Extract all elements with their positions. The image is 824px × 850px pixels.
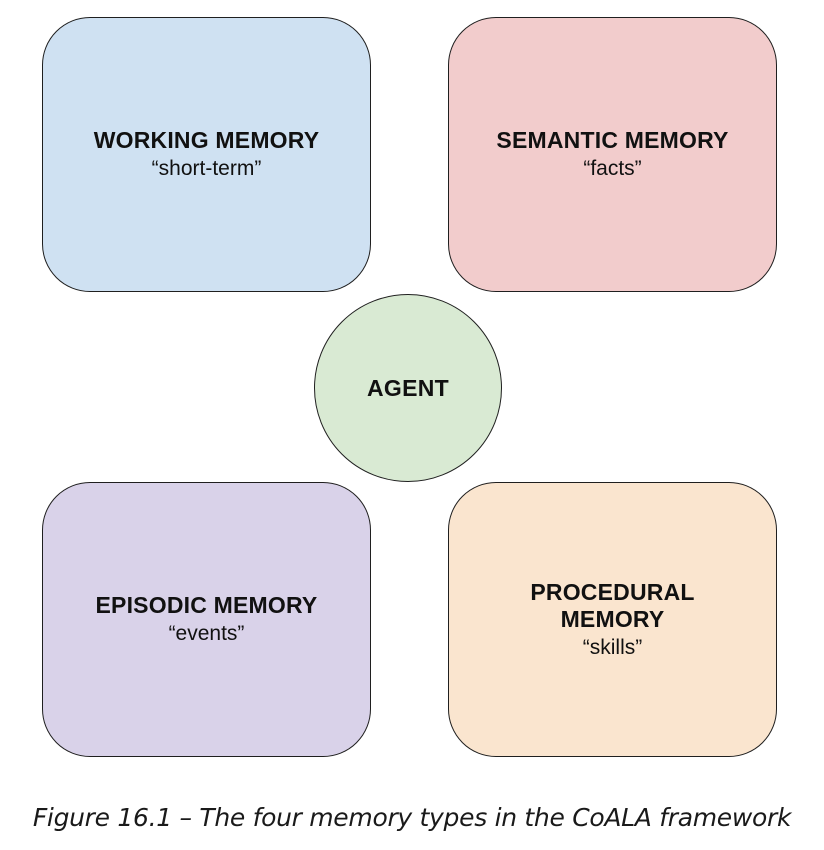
episodic-memory-title: EPISODIC MEMORY [95,592,318,618]
working-memory-subtitle: “short-term” [151,157,262,180]
agent-label: AGENT [367,374,449,401]
semantic-memory-subtitle: “facts” [583,157,642,180]
procedural-memory-subtitle: “skills” [582,635,643,659]
semantic-memory-title: SEMANTIC MEMORY [496,127,729,153]
procedural-memory-box: PROCEDURAL MEMORY “skills” [448,482,777,757]
working-memory-title: WORKING MEMORY [93,127,320,153]
working-memory-box: WORKING MEMORY “short-term” [42,17,371,292]
agent-circle: AGENT [314,294,502,482]
figure-caption: Figure 16.1 – The four memory types in t… [32,803,792,832]
semantic-memory-box: SEMANTIC MEMORY “facts” [448,17,777,292]
episodic-memory-box: EPISODIC MEMORY “events” [42,482,371,757]
episodic-memory-subtitle: “events” [168,622,245,645]
procedural-memory-title: PROCEDURAL MEMORY [530,578,695,632]
